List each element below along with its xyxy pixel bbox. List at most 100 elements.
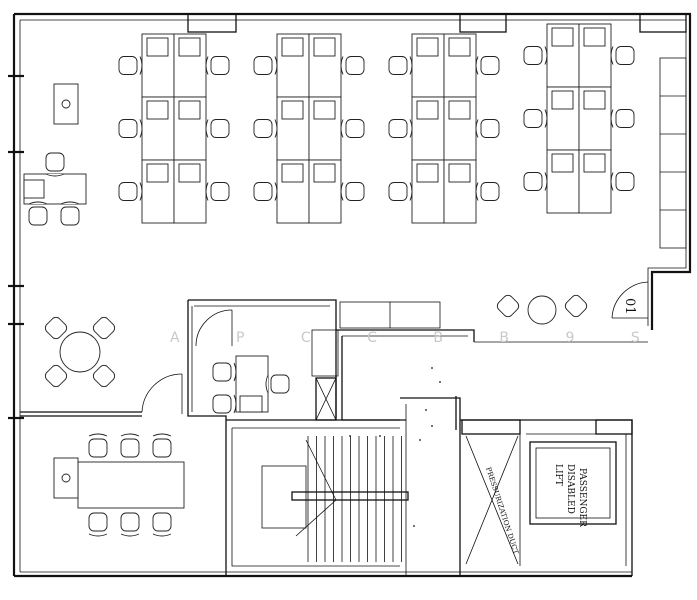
chair-back — [265, 374, 269, 394]
chair-back — [544, 172, 548, 191]
workstation-monitor — [313, 37, 336, 57]
chair — [212, 362, 237, 382]
chair-seat — [60, 206, 80, 226]
chair-seat — [523, 172, 543, 191]
chair — [120, 512, 140, 537]
chair-seat — [345, 119, 365, 138]
chair — [523, 109, 548, 128]
chair — [388, 56, 413, 75]
chair-seat — [615, 46, 635, 65]
chair-back — [88, 533, 108, 537]
workstation-cluster — [276, 33, 342, 224]
workstation-monitor — [281, 37, 304, 57]
chair-back — [475, 56, 479, 75]
workstation-monitor — [448, 37, 471, 57]
chair-seat — [92, 316, 116, 340]
room-number: 01 — [622, 298, 637, 315]
chair — [496, 294, 520, 318]
chair-seat — [615, 109, 635, 128]
chair-seat — [345, 56, 365, 75]
workstation-monitor — [178, 163, 201, 183]
chair — [523, 46, 548, 65]
chair — [388, 182, 413, 201]
workstation-monitor — [448, 100, 471, 120]
workstation-clusters — [141, 23, 612, 224]
workstation-monitor — [416, 100, 439, 120]
chair — [205, 182, 230, 201]
conference-table — [53, 457, 185, 509]
chair — [564, 294, 588, 318]
interior-walls — [20, 281, 649, 576]
chair-back — [340, 182, 344, 201]
chair — [475, 56, 500, 75]
workstation-monitor — [313, 163, 336, 183]
chair — [205, 56, 230, 75]
chair — [92, 364, 116, 388]
workstation-monitor — [551, 153, 574, 173]
chair — [253, 182, 278, 201]
workstation-monitor — [583, 153, 606, 173]
chair-seat — [212, 394, 232, 414]
chair-back — [610, 109, 614, 128]
workstation-monitor — [178, 100, 201, 120]
chair — [475, 182, 500, 201]
chair-seat — [120, 512, 140, 532]
chair-seat — [523, 46, 543, 65]
chair — [152, 433, 172, 458]
chair-back — [610, 46, 614, 65]
chair-back — [139, 56, 143, 75]
workstation-monitor — [178, 37, 201, 57]
workstation-monitor — [313, 100, 336, 120]
workstation-monitor — [146, 100, 169, 120]
chair-back — [152, 533, 172, 537]
chair — [265, 374, 290, 394]
chair-back — [544, 46, 548, 65]
duct-label: PRESSURIZATION DUCT — [484, 466, 520, 555]
chair-seat — [118, 182, 138, 201]
chair-back — [610, 172, 614, 191]
chair — [610, 109, 635, 128]
chair-seat — [88, 438, 108, 458]
chair-back — [152, 433, 172, 437]
chair-back — [274, 56, 278, 75]
chair — [45, 152, 65, 177]
chair-back — [233, 362, 237, 382]
workstation-monitor — [281, 163, 304, 183]
corridor-dots — [349, 367, 441, 527]
workstation-monitor — [416, 163, 439, 183]
chair-seat — [480, 56, 500, 75]
chair — [120, 433, 140, 458]
chair — [44, 316, 68, 340]
chair-seat — [388, 56, 408, 75]
chair-seat — [88, 512, 108, 532]
workstation-monitor — [146, 37, 169, 57]
chair — [212, 394, 237, 414]
chair-seat — [345, 182, 365, 201]
chair-back — [45, 173, 65, 177]
chair — [610, 46, 635, 65]
chair — [340, 56, 365, 75]
office-desk — [235, 355, 269, 413]
chair-seat — [253, 182, 273, 201]
chair-back — [475, 182, 479, 201]
chair-back — [120, 433, 140, 437]
workstation-monitor — [583, 27, 606, 47]
chair-seat — [212, 362, 232, 382]
chair-seat — [270, 374, 290, 394]
chair — [340, 119, 365, 138]
chair-seat — [210, 119, 230, 138]
chair — [118, 56, 143, 75]
chair-seat — [480, 182, 500, 201]
workstation-cluster — [141, 33, 207, 224]
chair-back — [274, 182, 278, 201]
chair — [523, 172, 548, 191]
workstation-monitor — [416, 37, 439, 57]
chair-back — [205, 56, 209, 75]
chair-seat — [118, 119, 138, 138]
chair-back — [233, 394, 237, 414]
round-meeting-table — [59, 331, 101, 373]
chair-back — [139, 182, 143, 201]
chair-back — [60, 201, 80, 205]
chair-seat — [253, 119, 273, 138]
